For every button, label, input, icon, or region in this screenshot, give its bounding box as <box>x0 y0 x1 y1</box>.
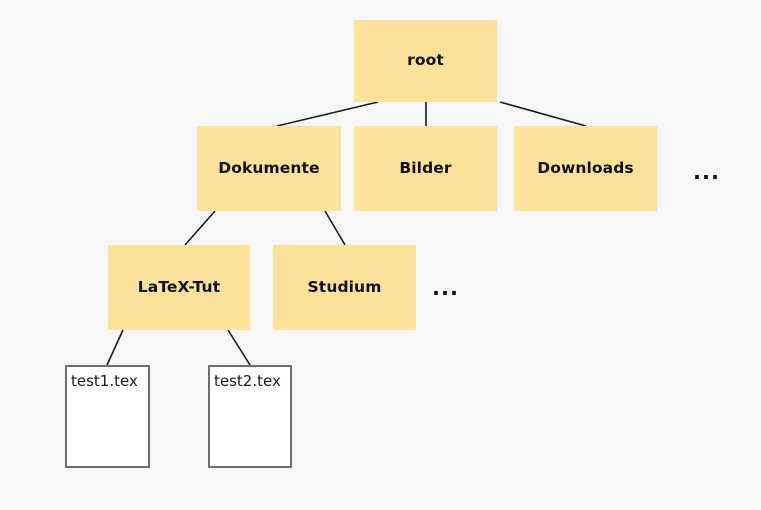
folder-node-downloads[interactable]: Downloads <box>514 126 657 211</box>
tree-edge-root-to-dokumente <box>276 101 379 127</box>
node-label: test1.tex <box>71 372 138 390</box>
node-label: Studium <box>307 277 382 296</box>
ellipsis-level2: ... <box>693 160 720 184</box>
file-node-test2[interactable]: test2.tex <box>208 365 292 468</box>
node-label: Dokumente <box>218 158 320 177</box>
tree-edge-dokumente-to-studium <box>324 210 346 246</box>
folder-node-latex-tut[interactable]: LaTeX-Tut <box>108 245 250 330</box>
node-label: root <box>407 51 444 70</box>
file-node-test1[interactable]: test1.tex <box>65 365 150 468</box>
node-label: test2.tex <box>214 372 281 390</box>
tree-edge-root-to-downloads <box>499 101 587 127</box>
tree-edge-latex-tut-to-test1 <box>106 329 124 366</box>
tree-edge-dokumente-to-latex-tut <box>184 210 216 246</box>
node-label: LaTeX-Tut <box>137 277 221 296</box>
tree-edge-latex-tut-to-test2 <box>227 329 251 366</box>
node-label: Bilder <box>399 158 452 177</box>
ellipsis-level3: ... <box>432 276 459 300</box>
node-label: Downloads <box>537 158 634 177</box>
folder-node-dokumente[interactable]: Dokumente <box>197 126 341 211</box>
folder-node-bilder[interactable]: Bilder <box>354 126 497 211</box>
folder-node-studium[interactable]: Studium <box>273 245 416 330</box>
folder-node-root[interactable]: root <box>354 20 497 102</box>
